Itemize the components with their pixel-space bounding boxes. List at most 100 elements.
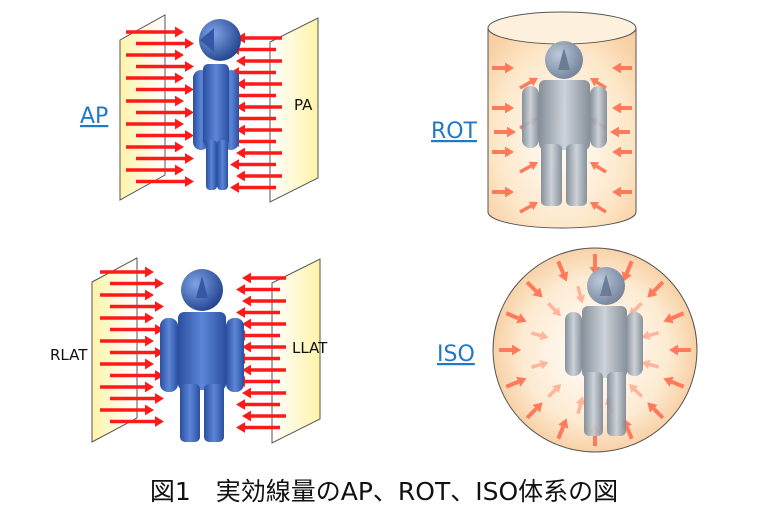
rlat-arrow — [110, 278, 164, 289]
rlat-arrow — [100, 335, 154, 347]
rot-arrow — [612, 186, 632, 198]
iso-arrow — [525, 402, 543, 420]
rlat-arrow — [110, 324, 164, 335]
phantom-gray-iso — [565, 267, 643, 436]
pa-source-plane — [269, 17, 319, 203]
pa-arrow — [236, 55, 282, 67]
rot-arrow — [494, 126, 516, 138]
llat-source-plane — [271, 258, 321, 444]
iso-diagram — [492, 247, 698, 453]
ap-arrow — [136, 130, 194, 141]
llat-arrow — [242, 295, 286, 307]
rot-diagram — [487, 11, 637, 229]
rlat-arrow — [110, 393, 164, 404]
ap-arrow — [126, 72, 184, 84]
iso-arrow — [669, 344, 691, 356]
phantom-blue-lat — [160, 269, 244, 442]
ap-arrow — [126, 95, 184, 107]
llat-arrow — [236, 399, 280, 410]
rot-arrow — [612, 146, 632, 158]
iso-arrow — [647, 280, 665, 298]
rlat-arrow — [110, 416, 164, 427]
rlat-arrow — [110, 370, 164, 381]
iso-arrow — [663, 376, 685, 389]
rot-arrow — [492, 102, 514, 114]
llat-arrow — [242, 272, 286, 284]
rot-arrow — [492, 186, 514, 198]
iso-arrow — [575, 285, 586, 304]
llat-arrow — [236, 284, 280, 295]
rot-arrow — [610, 126, 630, 138]
rot-arrow — [492, 146, 514, 158]
rot-beam-arrows — [492, 62, 632, 214]
rot-arrow — [590, 162, 607, 174]
label-iso[interactable]: ISO — [437, 342, 475, 367]
iso-arrow — [641, 330, 660, 341]
rot-arrow — [519, 201, 538, 214]
iso-arrow — [641, 359, 660, 370]
iso-arrow — [505, 376, 527, 389]
phantom-gray-rot — [522, 41, 607, 206]
ap-arrow — [136, 38, 194, 49]
iso-arrow — [525, 280, 543, 298]
rot-arrow — [612, 62, 632, 74]
rot-arrow — [612, 102, 632, 114]
rlat-beam-arrows — [100, 266, 164, 427]
rlat-arrow — [110, 347, 164, 358]
rlat-arrow — [110, 301, 164, 312]
llat-arrow — [236, 307, 280, 318]
rot-arrow — [590, 78, 607, 90]
pa-arrow — [236, 78, 282, 90]
pa-arrow — [230, 159, 276, 170]
ap-arrow — [136, 153, 194, 164]
rlat-llat-diagram — [91, 257, 321, 444]
pa-arrow — [236, 124, 282, 136]
iso-arrow — [621, 260, 634, 282]
ap-source-plane — [119, 14, 166, 201]
ap-arrow — [136, 176, 194, 187]
ap-arrow — [126, 26, 184, 38]
iso-arrow — [556, 418, 569, 440]
iso-arrow — [530, 359, 549, 370]
rot-arrow — [519, 161, 538, 174]
llat-arrow — [242, 387, 286, 399]
iso-arrow — [530, 330, 549, 341]
iso-arrow — [505, 311, 527, 324]
llat-arrow — [242, 318, 286, 330]
iso-arrow — [547, 302, 561, 317]
llat-arrow — [236, 422, 280, 433]
iso-arrow — [647, 402, 665, 420]
label-ap[interactable]: AP — [80, 104, 108, 129]
rlat-arrow — [100, 289, 154, 301]
label-pa: PA — [294, 96, 313, 114]
rlat-arrow — [100, 404, 154, 416]
iso-arrow — [556, 260, 569, 282]
ap-arrow — [126, 141, 184, 153]
label-llat: LLAT — [292, 339, 328, 357]
label-rot[interactable]: ROT — [431, 119, 478, 144]
rot-arrow — [492, 62, 514, 74]
llat-arrow — [242, 410, 286, 422]
llat-beam-arrows — [236, 272, 286, 433]
rlat-arrow — [100, 381, 154, 393]
rot-arrow — [519, 77, 538, 90]
pa-arrow — [236, 101, 282, 113]
iso-arrow — [575, 396, 586, 415]
iso-arrow — [663, 311, 685, 324]
pa-arrow — [230, 182, 276, 193]
ap-arrow — [136, 107, 194, 118]
ap-pa-diagram — [119, 14, 319, 203]
phantom-blue-ap — [193, 19, 241, 190]
pa-arrow — [236, 147, 282, 159]
rot-arrow — [590, 202, 607, 214]
rlat-arrow — [100, 266, 154, 278]
ap-arrow — [136, 84, 194, 95]
iso-arrow — [547, 384, 562, 398]
ap-arrow — [126, 164, 184, 176]
llat-arrow — [242, 364, 286, 376]
llat-arrow — [242, 341, 286, 353]
iso-arrow — [499, 344, 521, 356]
ap-arrow — [136, 61, 194, 72]
rlat-arrow — [100, 312, 154, 324]
